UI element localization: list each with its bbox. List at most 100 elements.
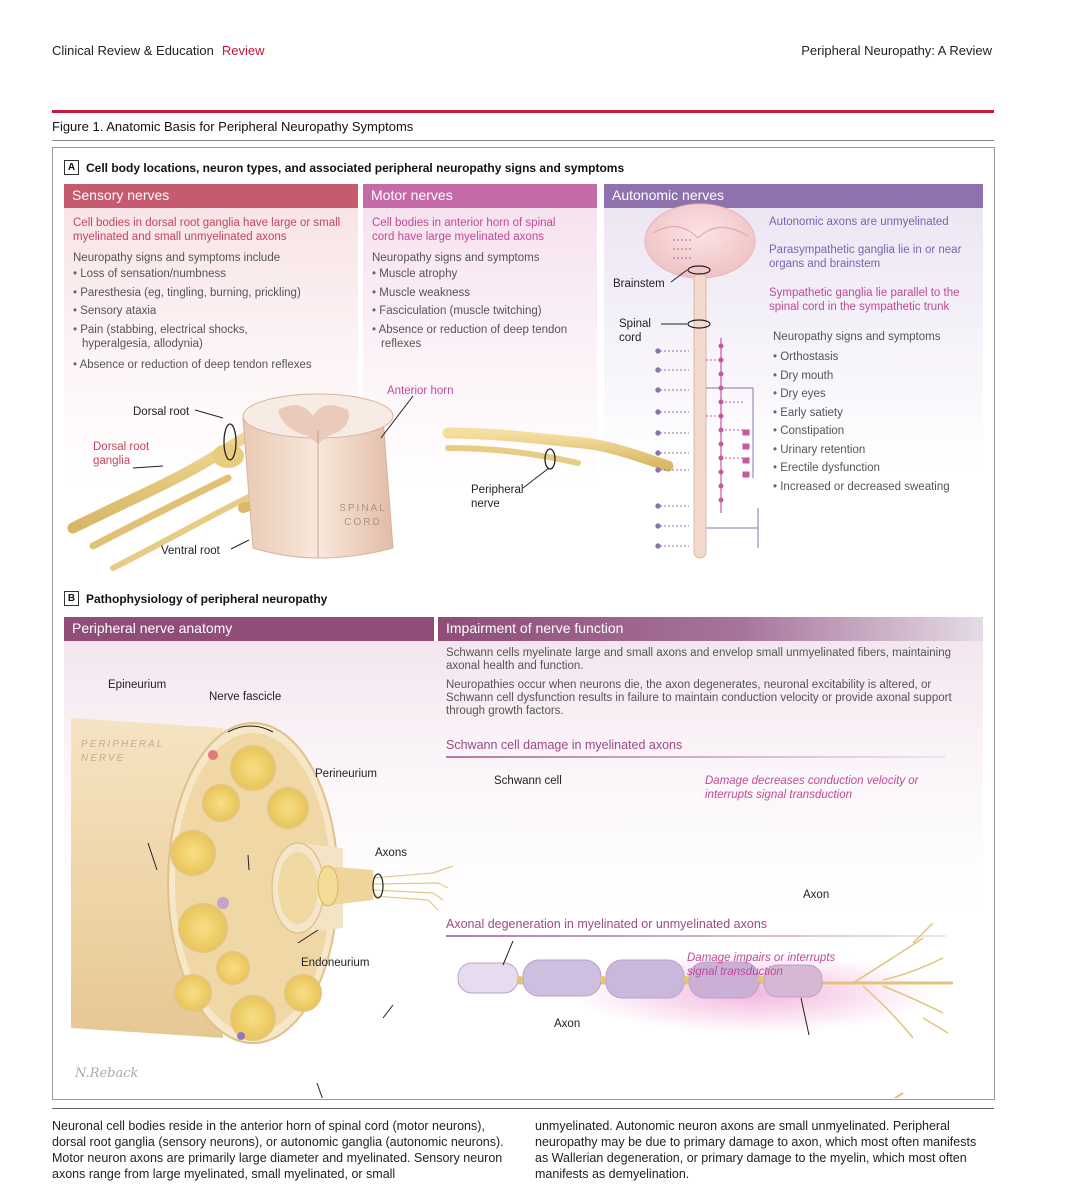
motor-intro: Cell bodies in anterior horn of spinal c… [372, 217, 556, 243]
autonomic-symptom: Dry mouth [773, 367, 983, 386]
nerve-branch [89, 474, 232, 550]
epineurium-label: Epineurium [108, 679, 167, 691]
schwann-cells [457, 959, 823, 999]
panel-b-illustration [71, 718, 953, 1098]
node-of-ranvier [600, 976, 606, 982]
impairment-paragraph-2: Neuropathies occur when neurons die, the… [446, 679, 952, 717]
fascicles [170, 745, 322, 1041]
perineurium-label: Perineurium [315, 768, 377, 780]
axonal-degeneration-heading: Axonal degeneration in myelinated or unm… [446, 917, 768, 931]
figure-title: Figure 1. Anatomic Basis for Peripheral … [52, 119, 414, 134]
parasympathetic-ganglia [655, 239, 693, 549]
peripheral-nerve-watermark: PERIPHERAL NERVE [81, 739, 165, 764]
motor-symptom: Fasciculation (muscle twitching) [372, 302, 588, 321]
peripheral-nerve-ring [544, 448, 556, 470]
figure-frame: A Cell body locations, neuron types, and… [52, 147, 995, 1100]
illustrator-signature: N.Reback [75, 1066, 139, 1081]
autonomic-symptom-list: Orthostasis Dry mouth Dry eyes Early sat… [773, 348, 983, 496]
panel-b-letter: B [64, 591, 79, 606]
motor-heading: Motor nerves [363, 184, 597, 208]
dorsal-root-label: Dorsal root [133, 406, 190, 418]
motor-symptom: Muscle atrophy [372, 265, 588, 284]
header-rule [52, 110, 994, 113]
degenerating-terminals [893, 1092, 904, 1098]
section-name: Review [221, 43, 265, 58]
sensory-symptom: Loss of sensation/numbness [73, 265, 349, 284]
node-of-ranvier [517, 976, 523, 982]
autonomic-symptom: Constipation [773, 422, 983, 441]
impairment-heading: Impairment of nerve function [438, 617, 983, 641]
sensory-symptom: Absence or reduction of deep tendon refl… [73, 356, 349, 375]
axon-label-degeneration: Axon [554, 1018, 581, 1030]
figure-title-rule [52, 140, 994, 141]
autonomic-symptom: Increased or decreased sweating [773, 478, 983, 497]
panel-a-illustration [67, 203, 759, 571]
panel-a-leader-lines [132, 269, 688, 550]
autonomic-branches [706, 387, 759, 548]
nerve-anatomy-heading: Peripheral nerve anatomy [64, 617, 434, 641]
caption-rule [52, 1108, 994, 1109]
brain-fold [652, 226, 749, 239]
sensory-symptom: Paresthesia (eg, tingling, burning, pric… [73, 284, 349, 303]
fascicle-core [278, 852, 318, 924]
brainstem-ring [687, 265, 711, 275]
sympathetic-trunk [706, 338, 750, 513]
motor-symptom: Muscle weakness [372, 284, 588, 303]
journal-header: Clinical Review & Education Review [52, 43, 264, 58]
motor-symptom: Absence or reduction of deep tendon refl… [372, 323, 582, 352]
schwann-damage-heading: Schwann cell damage in myelinated axons [446, 738, 683, 752]
dorsal-root-ring [223, 423, 237, 461]
panel-b-label: B Pathophysiology of peripheral neuropat… [64, 591, 327, 606]
panel-b-leader-lines [147, 842, 810, 1098]
dorsal-root-ganglion [212, 444, 244, 468]
axonal-degeneration-rule [446, 935, 946, 937]
blood-vessel [217, 897, 229, 909]
nerve-branch [445, 445, 581, 466]
panel-a-letter: A [64, 160, 79, 175]
running-title: Peripheral Neuropathy: A Review [801, 43, 992, 58]
sensory-lead: Neuropathy signs and symptoms include [73, 252, 281, 264]
brain [644, 203, 756, 279]
endoneurium-label: Endoneurium [301, 957, 370, 969]
panel-a-label: A Cell body locations, neuron types, and… [64, 160, 624, 175]
schwann-damage-rule [446, 756, 946, 758]
gray-matter [278, 405, 349, 444]
anterior-horn-label: Anterior horn [387, 385, 454, 397]
autonomic-symptom: Early satiety [773, 404, 983, 423]
node-of-ranvier [758, 976, 764, 982]
journal-name: Clinical Review & Education [52, 43, 214, 58]
brainstem-label: Brainstem [613, 278, 665, 290]
blood-vessel [237, 1032, 245, 1040]
autonomic-lead: Neuropathy signs and symptoms [773, 331, 941, 343]
sensory-column: Sensory nerves Cell bodies in dorsal roo… [64, 184, 358, 584]
autonomic-spinal-cord [693, 272, 707, 559]
blood-vessel [208, 750, 218, 760]
axon-bundle [372, 865, 454, 911]
dorsal-root-ganglia-label: Dorsal root ganglia [93, 441, 150, 467]
spinal-cord-ring [687, 319, 711, 329]
peripheral-nerve-right [442, 427, 674, 472]
spinal-cord-label: Spinal cord [619, 318, 651, 344]
autonomic-note-parasympathetic: Parasympathetic ganglia lie in or near o… [769, 244, 962, 270]
node-of-ranvier [683, 976, 689, 982]
schwann-cell-label: Schwann cell [494, 775, 562, 787]
sensory-heading: Sensory nerves [64, 184, 358, 208]
axon-terminals [852, 922, 949, 1039]
motor-lead: Neuropathy signs and symptoms [372, 252, 540, 264]
caption-column-1: Neuronal cell bodies reside in the anter… [52, 1119, 504, 1181]
endoneurium [317, 865, 339, 907]
spinal-cord-watermark: SPINAL CORD [339, 503, 387, 528]
sensory-symptom: Sensory ataxia [73, 302, 349, 321]
ventral-root-label: Ventral root [161, 545, 220, 557]
autonomic-heading: Autonomic nerves [604, 184, 983, 208]
axon-label-schwann: Axon [803, 889, 830, 901]
autonomic-note-unmyelinated: Autonomic axons are unmyelinated [769, 216, 949, 228]
sensory-symptom-list: Loss of sensation/numbness Paresthesia (… [73, 265, 349, 374]
signal-damage-label: Damage impairs or interrupts signal tran… [687, 952, 836, 978]
autonomic-symptom: Dry eyes [773, 385, 983, 404]
impairment-paragraph-1: Schwann cells myelinate large and small … [446, 647, 951, 672]
panel-a-title: Cell body locations, neuron types, and a… [86, 160, 625, 175]
axons-label: Axons [375, 847, 407, 859]
nerve-fascicle-label: Nerve fascicle [209, 691, 282, 703]
conduction-damage-label: Damage decreases conduction velocity or … [705, 775, 919, 801]
